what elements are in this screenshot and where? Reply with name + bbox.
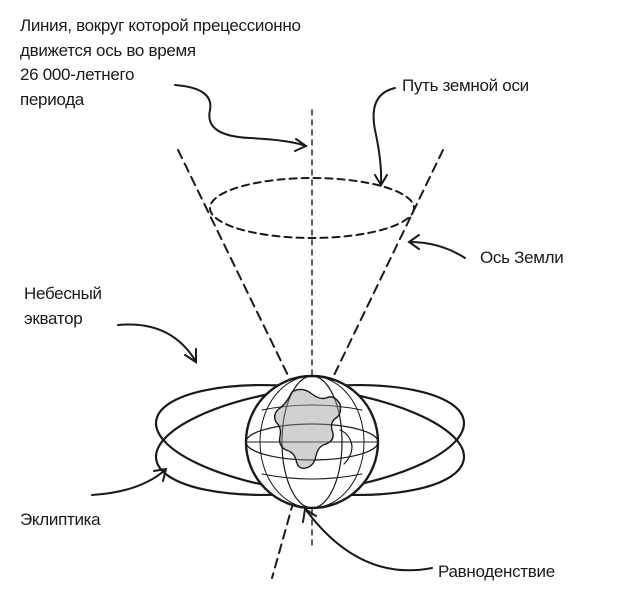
ecliptic-arrow xyxy=(91,469,166,496)
axis-path-arrow xyxy=(372,87,396,185)
equinox-arrowhead xyxy=(302,507,317,523)
celestial-equator-label-2: экватор xyxy=(24,308,83,328)
precession-line-label-4: периода xyxy=(20,89,84,109)
axis-path-arrowhead xyxy=(374,174,388,187)
ecliptic-label-text: Эклиптика xyxy=(20,510,101,529)
cone-right-line xyxy=(321,149,444,401)
equinox-label-text: Равноденствие xyxy=(438,562,555,581)
cone-left-line xyxy=(177,149,301,401)
precession-line-arrow xyxy=(174,84,307,147)
celestial-equator-arrow xyxy=(117,323,196,361)
equinox-arrow xyxy=(305,509,433,572)
globe xyxy=(244,374,380,510)
earth-axis-arrowhead xyxy=(407,234,420,250)
continent-shape xyxy=(273,388,342,470)
equinox-label: Равноденствие xyxy=(438,560,555,585)
precession-line-arrowhead xyxy=(294,138,309,152)
axis-path-label-text: Путь земной оси xyxy=(402,76,529,95)
celestial-equator-label-1: Небесный xyxy=(24,284,102,303)
celestial-equator-arrowhead xyxy=(184,348,197,364)
precession-line-label-1: Линия, вокруг которой прецессионно xyxy=(20,16,301,35)
ecliptic-arrowhead xyxy=(153,467,168,482)
axis-path-ellipse xyxy=(209,177,415,239)
precession-line-label-3: 26 000-летнего xyxy=(20,65,135,85)
precession-line-label-2: движется ось во время xyxy=(20,40,196,60)
precession-line-label: Линия, вокруг которой прецессионно движе… xyxy=(20,14,301,113)
celestial-equator-label: Небесный экватор xyxy=(24,282,102,331)
earth-axis-arrow xyxy=(409,241,466,259)
earth-axis-label: Ось Земли xyxy=(480,246,564,271)
earth-axis-label-text: Ось Земли xyxy=(480,248,564,267)
ecliptic-label: Эклиптика xyxy=(20,508,101,533)
axis-path-label: Путь земной оси xyxy=(402,74,529,99)
